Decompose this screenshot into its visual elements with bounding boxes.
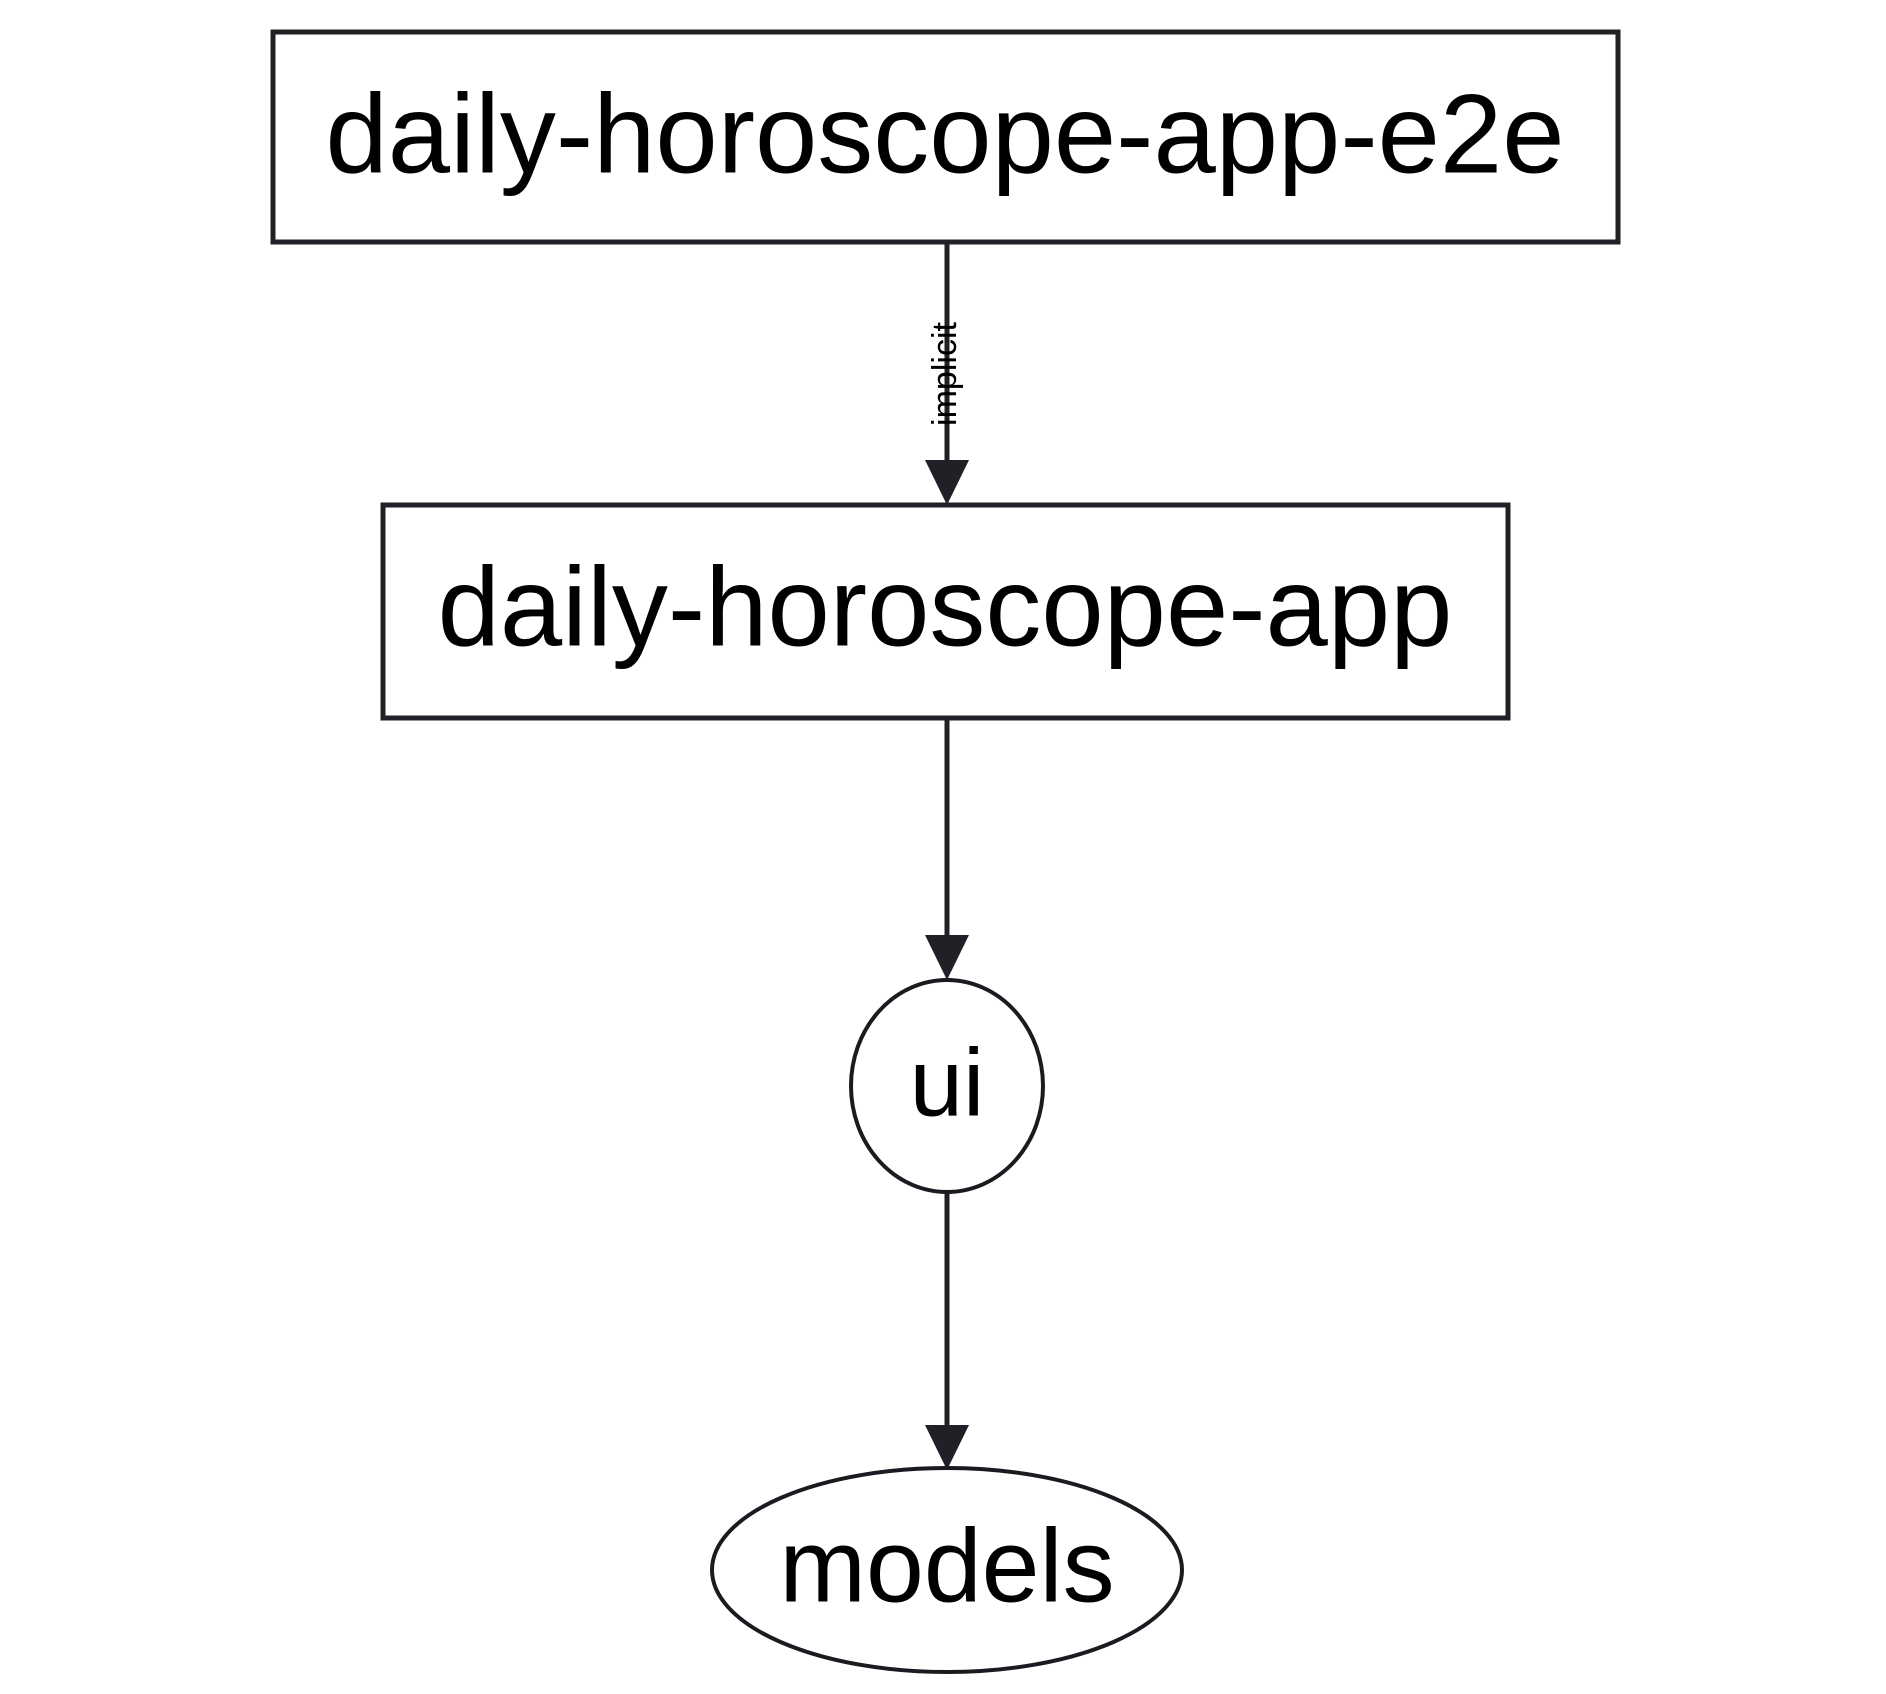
node-label: models — [779, 1508, 1114, 1624]
arrowhead-icon — [925, 935, 969, 980]
edge-e2e-to-app[interactable]: implicit — [925, 242, 969, 505]
node-label: ui — [910, 1029, 985, 1136]
node-ellipse — [849, 978, 1045, 1194]
node-ellipse — [710, 1466, 1184, 1674]
arrowhead-icon — [925, 1425, 969, 1470]
node-ui[interactable]: ui — [849, 978, 1045, 1194]
node-label: daily-horoscope-app-e2e — [326, 72, 1565, 197]
node-label: daily-horoscope-app — [438, 545, 1453, 670]
node-daily-horoscope-app[interactable]: daily-horoscope-app — [380, 502, 1511, 721]
edge-ui-to-models[interactable] — [925, 1193, 969, 1470]
node-models[interactable]: models — [710, 1466, 1184, 1674]
node-rect — [270, 29, 1621, 245]
node-rect — [380, 502, 1511, 721]
arrowhead-icon — [925, 460, 969, 505]
edge-label-implicit: implicit — [926, 322, 964, 426]
edge-app-to-ui[interactable] — [925, 718, 969, 980]
node-daily-horoscope-app-e2e[interactable]: daily-horoscope-app-e2e — [270, 29, 1621, 245]
